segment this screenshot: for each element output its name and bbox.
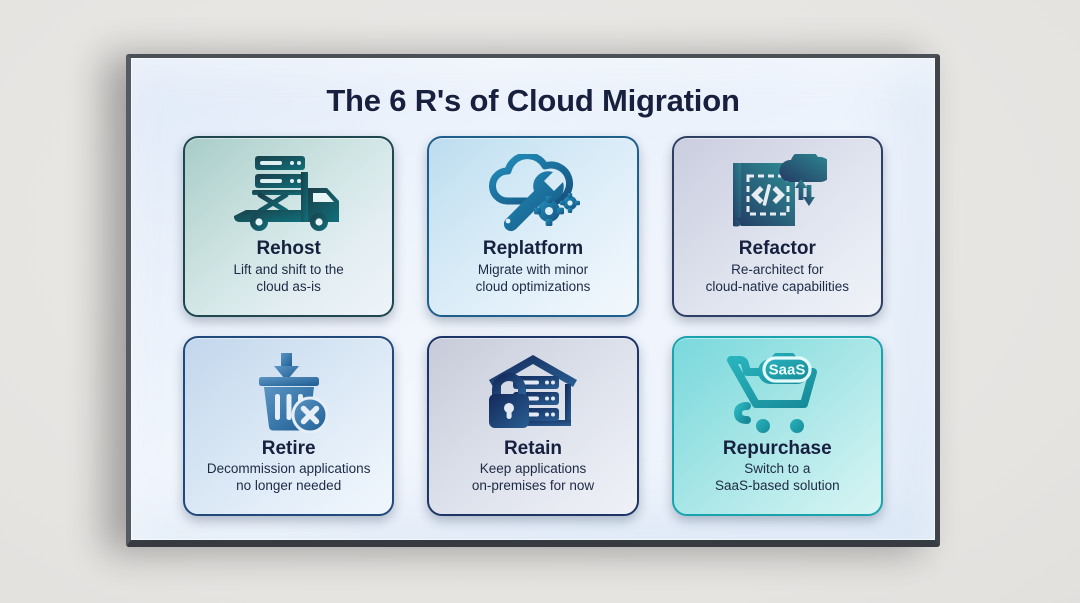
- blueprint-code-cloud-icon: [727, 150, 828, 236]
- card-retain[interactable]: Retain Keep applications on-premises for…: [427, 335, 639, 516]
- card-title: Refactor: [738, 238, 816, 260]
- card-description: Keep applications on-premises for now: [471, 461, 595, 494]
- card-description: Migrate with minor cloud optimizations: [475, 261, 591, 294]
- card-description: Re-architect for cloud-native capabiliti…: [705, 261, 849, 294]
- building-server-lock-icon: [483, 350, 583, 436]
- card-rehost[interactable]: Rehost Lift and shift to the cloud as-is: [183, 136, 395, 317]
- cards-grid: Rehost Lift and shift to the cloud as-is: [183, 136, 883, 516]
- cloud-wrench-gears-icon: [481, 150, 585, 236]
- truck-servers-icon: [233, 150, 344, 236]
- poster-canvas: The 6 R's of Cloud Migration: [131, 58, 935, 540]
- card-replatform[interactable]: Replatform Migrate with minor cloud opti…: [427, 136, 639, 317]
- card-description: Switch to a SaaS-based solution: [715, 461, 840, 494]
- card-description: Decommission applications no longer need…: [206, 461, 371, 494]
- poster-frame: The 6 R's of Cloud Migration: [126, 54, 940, 547]
- trash-can-x-icon: [245, 350, 333, 436]
- card-description: Lift and shift to the cloud as-is: [233, 261, 344, 294]
- page-title: The 6 R's of Cloud Migration: [326, 83, 740, 118]
- card-title: Replatform: [482, 238, 584, 260]
- card-refactor[interactable]: Refactor Re-architect for cloud-native c…: [671, 136, 883, 317]
- card-title: Repurchase: [722, 437, 832, 459]
- card-title: Rehost: [256, 238, 321, 260]
- saas-badge-label: SaaS: [769, 361, 806, 378]
- card-title: Retain: [503, 437, 563, 459]
- saas-shopping-cart-icon: SaaS: [725, 350, 829, 436]
- card-retire[interactable]: Retire Decommission applications no long…: [183, 335, 395, 516]
- card-repurchase[interactable]: SaaS Repurchase Switch to a SaaS-based s…: [671, 335, 883, 516]
- card-title: Retire: [261, 437, 316, 459]
